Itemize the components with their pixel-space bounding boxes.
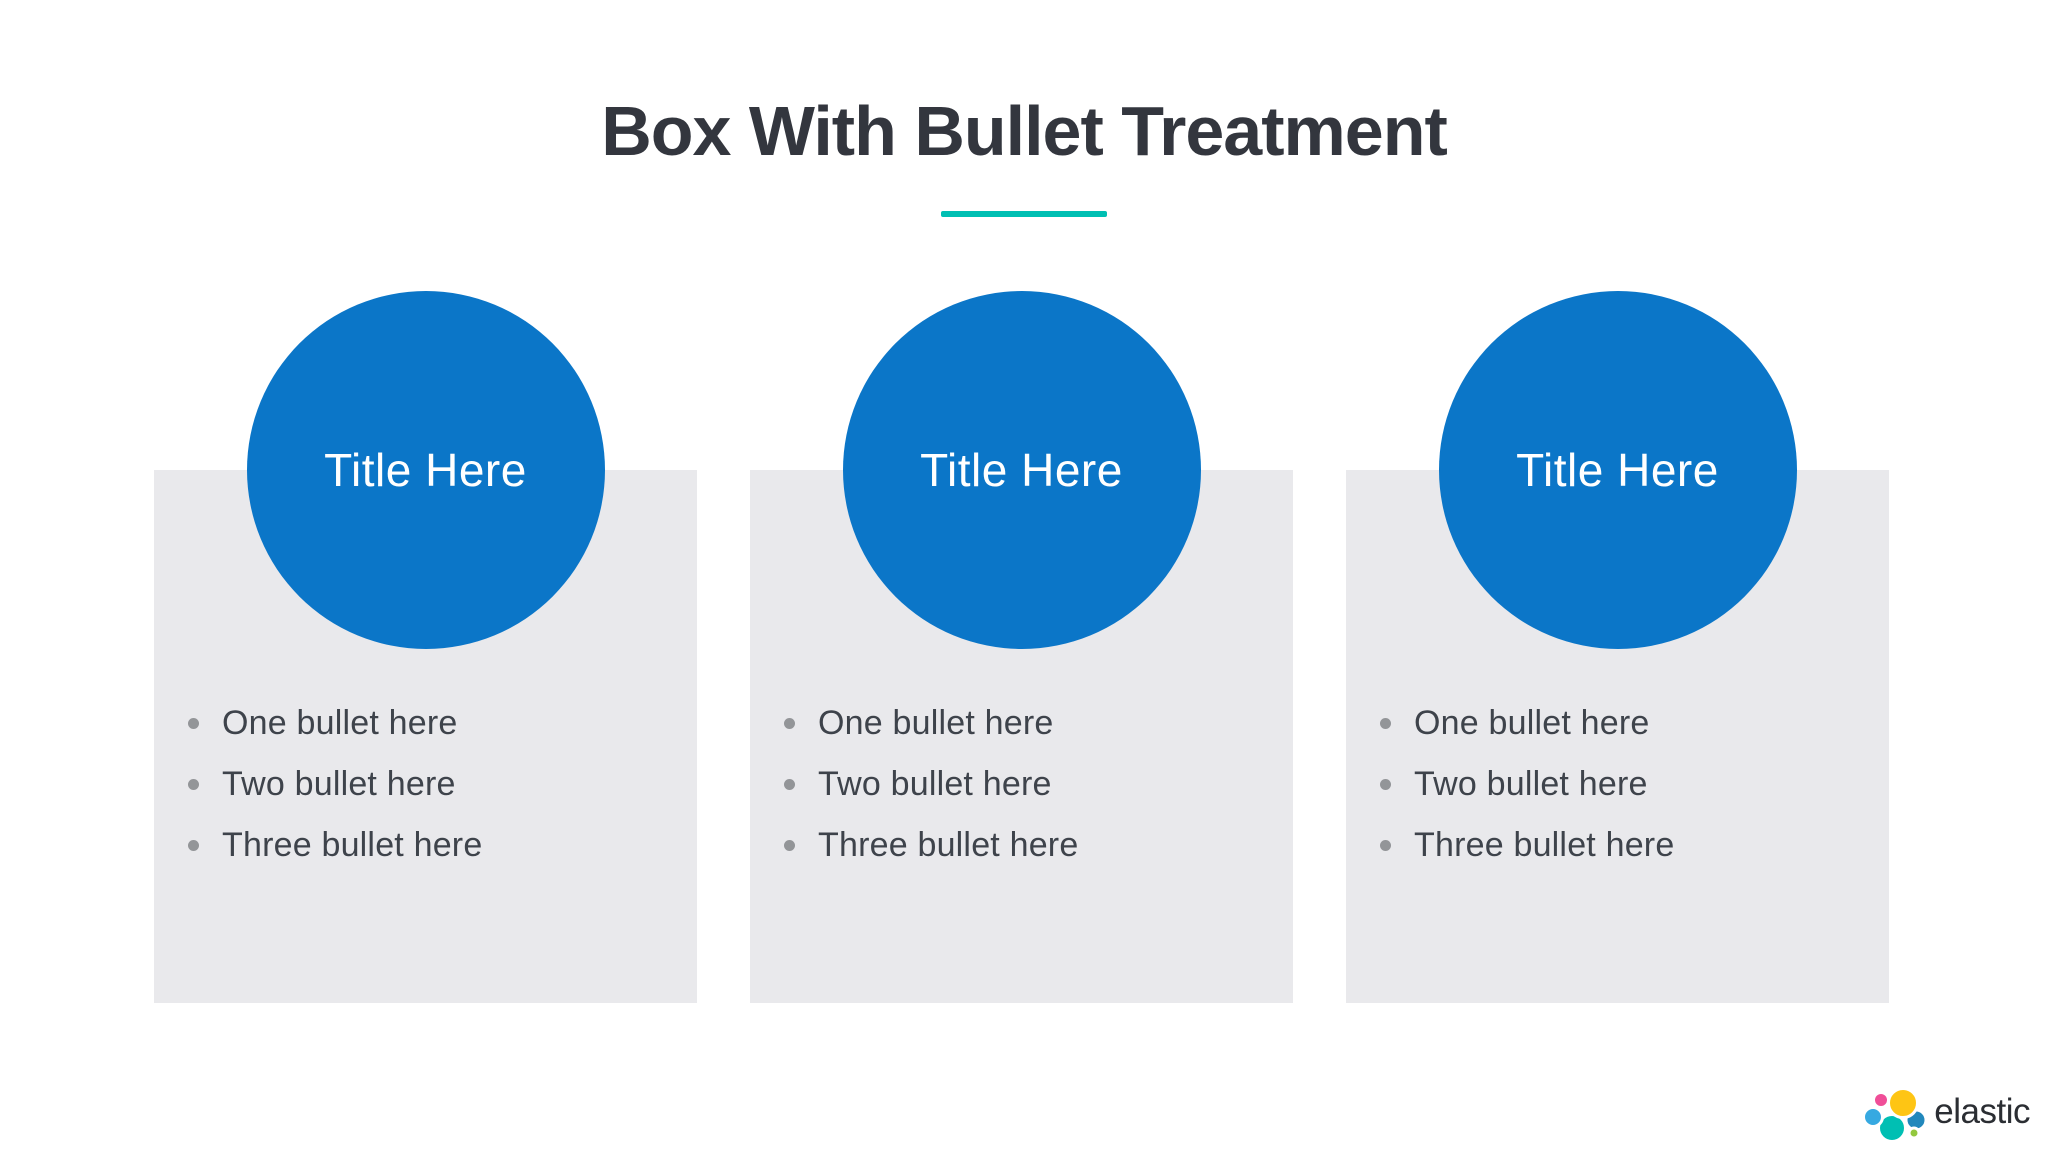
card-title: Title Here: [324, 444, 527, 496]
bullet-item: Three bullet here: [154, 815, 697, 876]
bullet-text: Two bullet here: [818, 765, 1052, 803]
bullet-dot-icon: [188, 718, 199, 729]
card-title-circle: Title Here: [842, 291, 1201, 649]
bullet-text: Three bullet here: [222, 826, 483, 864]
bullet-dot-icon: [784, 840, 795, 851]
brand-footer: elastic: [1861, 1084, 2030, 1144]
bullet-item: Three bullet here: [750, 815, 1293, 876]
card: One bullet here Two bullet here Three bu…: [1346, 291, 1889, 1003]
bullet-dot-icon: [784, 718, 795, 729]
bullet-item: Two bullet here: [154, 754, 697, 815]
bullet-text: One bullet here: [818, 704, 1054, 742]
bullet-item: Two bullet here: [1346, 754, 1889, 815]
bullet-text: One bullet here: [1414, 704, 1650, 742]
bullet-list: One bullet here Two bullet here Three bu…: [750, 470, 1293, 876]
card: One bullet here Two bullet here Three bu…: [154, 291, 697, 1003]
bullet-item: Three bullet here: [1346, 815, 1889, 876]
bullet-dot-icon: [1380, 718, 1391, 729]
bullet-dot-icon: [1380, 840, 1391, 851]
bullet-item: One bullet here: [750, 693, 1293, 754]
elastic-logo-icon: [1862, 1087, 1928, 1143]
card-title-circle: Title Here: [246, 291, 605, 649]
bullet-item: One bullet here: [1346, 693, 1889, 754]
bullet-item: One bullet here: [154, 693, 697, 754]
brand-name: elastic: [1934, 1091, 2030, 1131]
bullet-list: One bullet here Two bullet here Three bu…: [154, 470, 697, 876]
bullet-dot-icon: [784, 779, 795, 790]
bullet-item: Two bullet here: [750, 754, 1293, 815]
page-title: Box With Bullet Treatment: [601, 92, 1448, 170]
bullet-dot-icon: [1380, 779, 1391, 790]
bullet-dot-icon: [188, 779, 199, 790]
bullet-text: Two bullet here: [1414, 765, 1648, 803]
card-box: One bullet here Two bullet here Three bu…: [750, 470, 1293, 1003]
card-title: Title Here: [920, 444, 1123, 496]
bullet-dot-icon: [188, 840, 199, 851]
bullet-text: Three bullet here: [818, 826, 1079, 864]
title-underline: [941, 211, 1107, 217]
bullet-text: Two bullet here: [222, 765, 456, 803]
card: One bullet here Two bullet here Three bu…: [750, 291, 1293, 1003]
card-title-circle: Title Here: [1438, 291, 1797, 649]
card-title: Title Here: [1516, 444, 1719, 496]
bullet-text: Three bullet here: [1414, 826, 1675, 864]
bullet-text: One bullet here: [222, 704, 458, 742]
bullet-list: One bullet here Two bullet here Three bu…: [1346, 470, 1889, 876]
